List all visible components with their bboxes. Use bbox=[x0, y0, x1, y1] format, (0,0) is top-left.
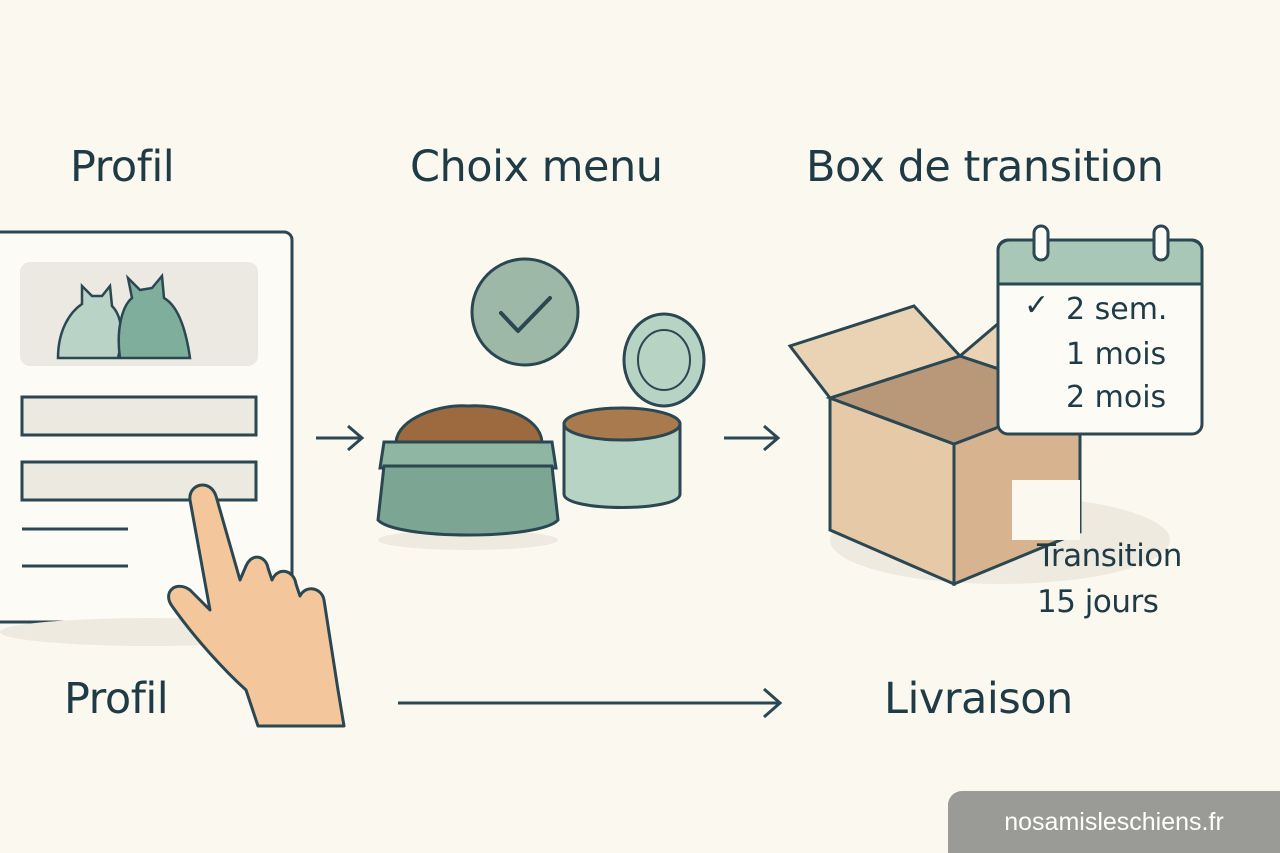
arrow-right-icon bbox=[316, 424, 365, 452]
pointing-hand-illustration bbox=[167, 483, 346, 728]
calendar-check-mark: ✓ bbox=[1024, 288, 1050, 323]
step-title-profil: Profil bbox=[70, 142, 175, 192]
flow-start-label: Profil bbox=[64, 674, 169, 724]
food-bowl-illustration bbox=[376, 404, 560, 550]
watermark-badge: nosamisleschiens.fr bbox=[948, 791, 1280, 853]
arrow-right-icon bbox=[724, 424, 781, 452]
transition-label: Transition bbox=[1037, 538, 1182, 574]
transition-duration: 15 jours bbox=[1037, 584, 1159, 620]
watermark-text: nosamisleschiens.fr bbox=[1004, 807, 1224, 836]
calendar-option: 2 sem. bbox=[1066, 292, 1168, 327]
check-circle-icon bbox=[470, 257, 580, 367]
calendar-option: 2 mois bbox=[1066, 380, 1167, 415]
step-title-box: Box de transition bbox=[806, 142, 1164, 192]
profile-card-illustration bbox=[0, 230, 300, 646]
long-arrow-right-icon bbox=[398, 687, 783, 719]
step-title-menu: Choix menu bbox=[410, 142, 663, 192]
calendar-icon bbox=[996, 224, 1204, 436]
calendar-option: 1 mois bbox=[1066, 337, 1167, 372]
cardboard-box-illustration bbox=[787, 304, 1170, 587]
flow-end-label: Livraison bbox=[884, 674, 1073, 724]
food-can-illustration bbox=[562, 312, 706, 509]
